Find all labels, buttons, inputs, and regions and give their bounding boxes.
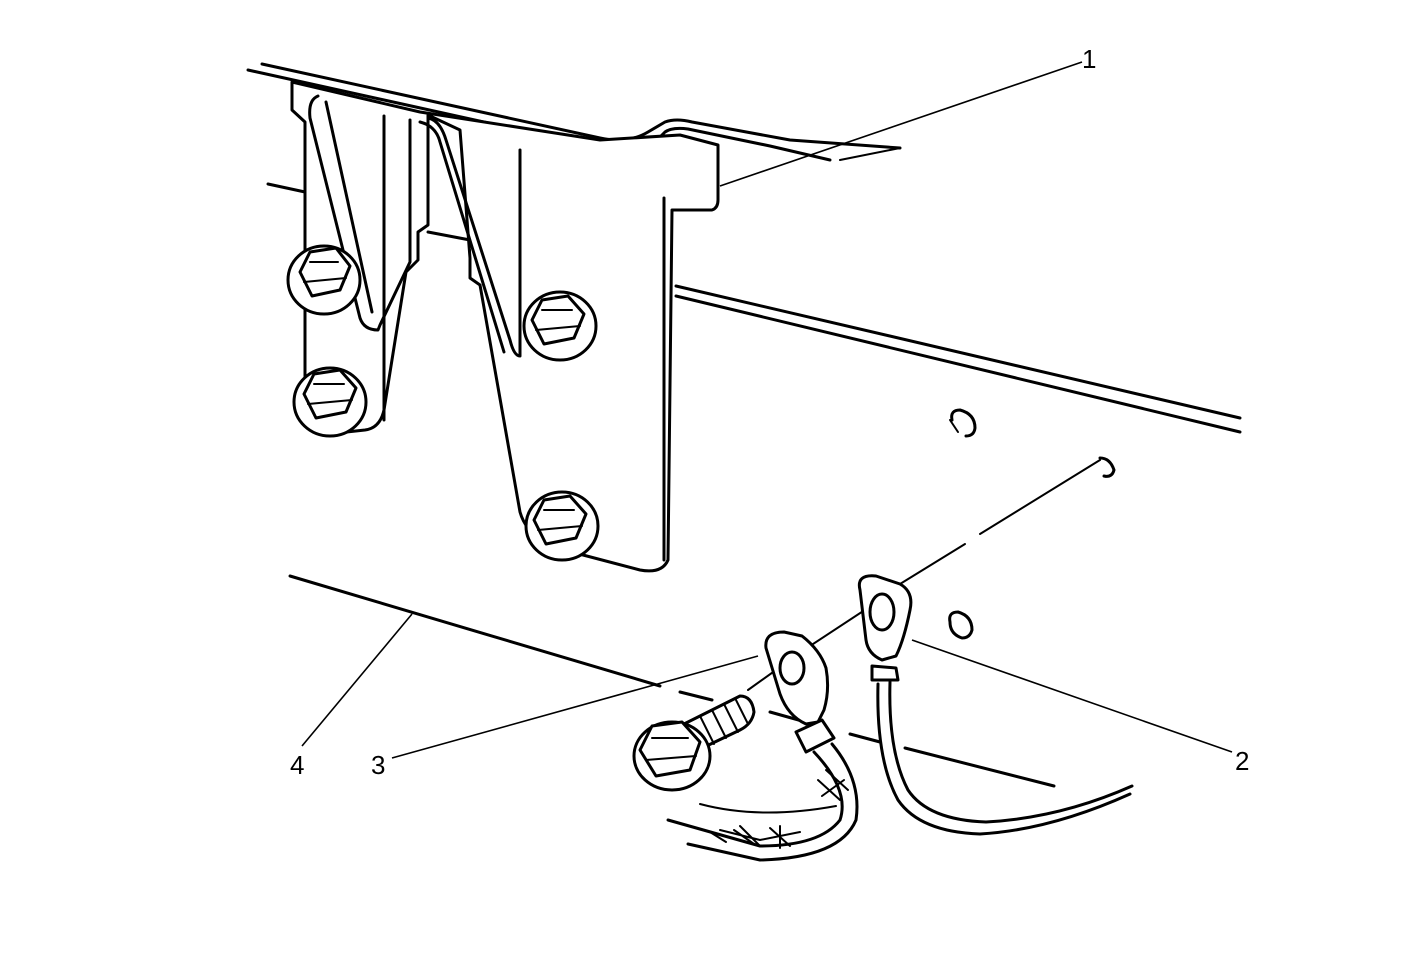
lower-frame-line <box>288 574 1056 788</box>
panel-holes <box>948 408 1116 640</box>
braided-strap-terminal <box>666 630 859 862</box>
ground-wire-terminal <box>857 574 1134 836</box>
callout-3: 3 <box>371 750 386 780</box>
bracket-bolt-2 <box>292 366 368 438</box>
callout-4: 4 <box>290 750 305 780</box>
ground-bolt <box>632 694 756 792</box>
bracket-bolt-1 <box>286 244 362 316</box>
callout-1: 1 <box>1082 44 1097 74</box>
leader-lines <box>301 61 1233 759</box>
bracket-bolt-4 <box>524 490 600 562</box>
callout-2: 2 <box>1235 746 1250 776</box>
mounting-bracket <box>290 80 720 573</box>
bracket-bolt-3 <box>522 290 598 362</box>
